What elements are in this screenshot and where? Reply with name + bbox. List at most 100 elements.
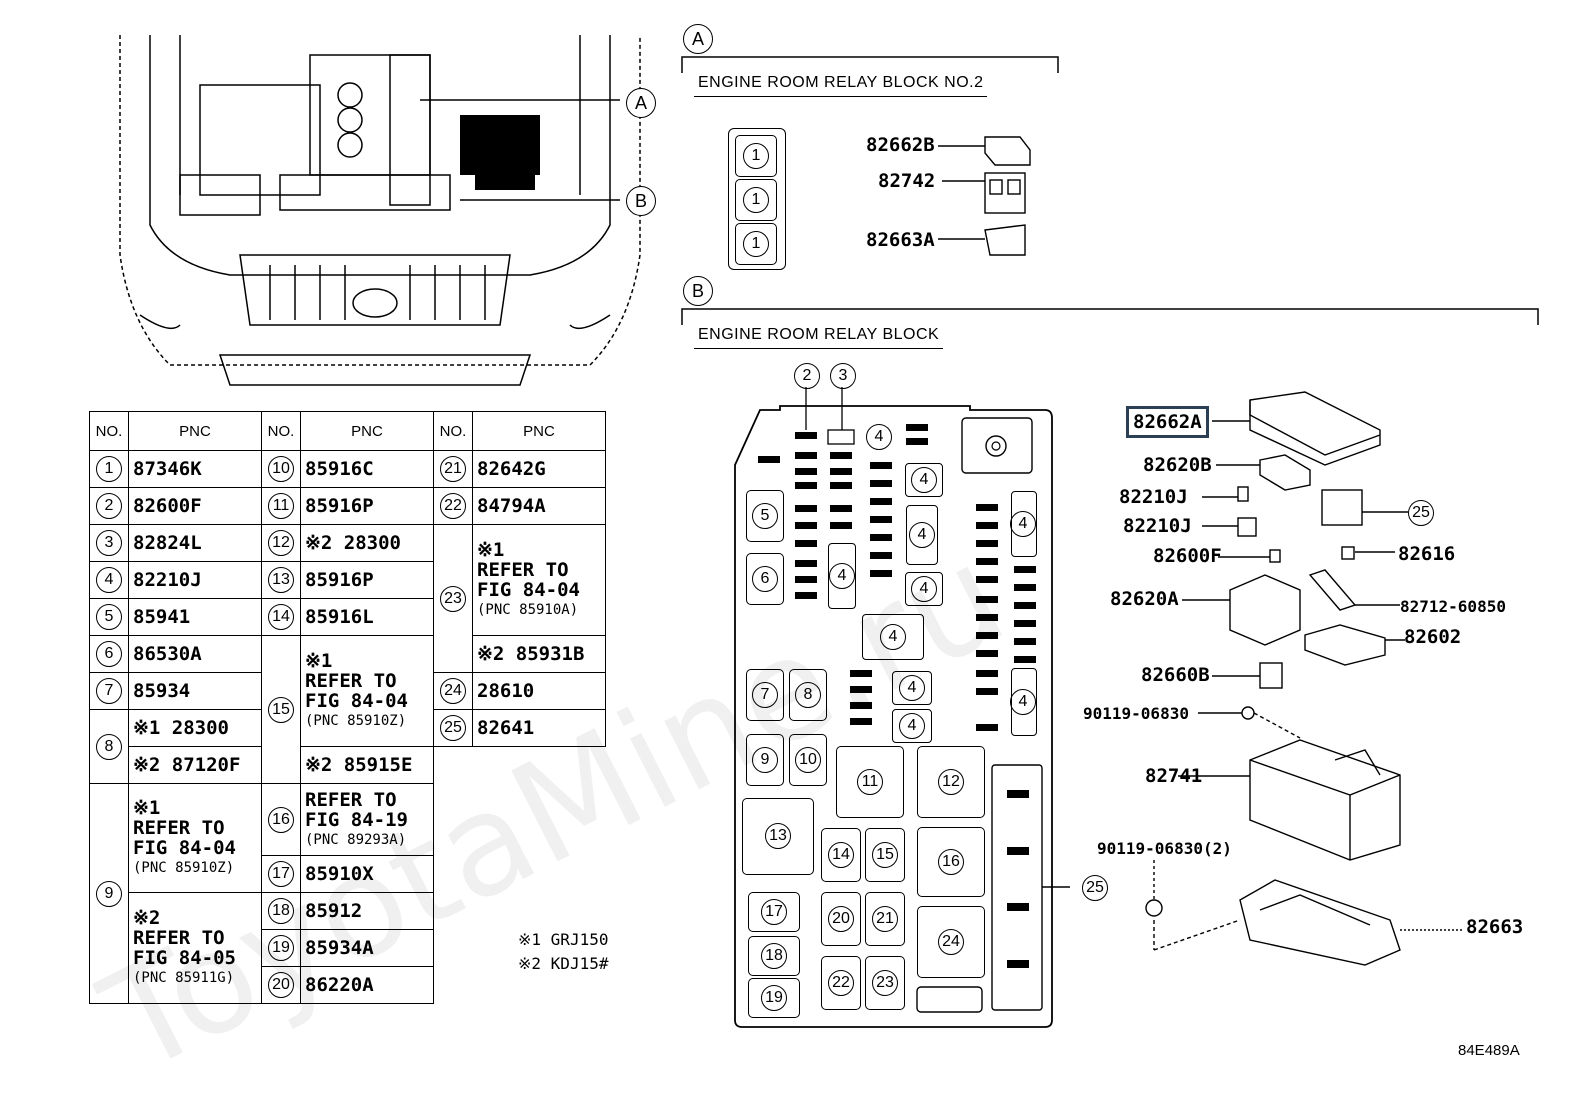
table-row: 8 ※1 28300 25 82641 [89,709,606,784]
table-row: 5 85941 14 85916L [89,598,606,636]
pnc-cell: 87346K [128,450,262,488]
pnc-cell: ※2 28300 [300,524,434,562]
pnc-note-23a: ※1 REFER TO FIG 84-04 (PNC 85910A) [472,524,606,636]
relay-no2-parts-illustration [938,136,1031,256]
pnc-note-15a: ※1 REFER TO FIG 84-04 (PNC 85910Z) [300,635,434,747]
note-line: ※1 [477,539,505,561]
row-no: 18 [268,898,294,924]
cell-22-label: 22 [828,970,854,996]
part-82210j-b: 82210J [1123,515,1192,537]
cell-11: 11 [836,746,904,818]
cell-18: 18 [748,936,800,976]
cell-20: 20 [821,892,861,946]
table-row: 2 82600F 11 85916P 22 84794A [89,487,606,525]
row-no: 12 [268,530,294,556]
cell-22: 22 [821,956,861,1010]
row-no: 7 [96,678,122,704]
row-no: 19 [268,935,294,961]
cell-4: 4 [909,522,935,548]
pnc-cell: 85916P [300,487,434,525]
callout-25: 25 [1082,875,1108,901]
part-82600f: 82600F [1153,545,1222,567]
table-row: 19 85934A [90,929,606,967]
row-no: 23 [440,585,466,612]
cell-4: 4 [866,424,892,450]
cell-4-box: 4 [905,463,943,497]
cell-4-box: 4 [906,505,938,565]
cell-5-label: 5 [752,503,778,529]
part-82616: 82616 [1398,543,1456,565]
pnc-cell: 86220A [300,966,434,1004]
note-line: FIG 84-04 [477,579,580,601]
engine-callout-a: A [626,88,656,118]
pnc-cell: 82642G [472,450,606,488]
pnc-cell: 84794A [472,487,606,525]
row-no: 15 [268,696,294,723]
callout-3: 3 [830,363,856,389]
table-row: 3 82824L 12 ※2 28300 23 ※1 REFER TO FIG … [89,524,606,673]
row-no: 14 [268,604,294,630]
part-82620b: 82620B [1143,454,1212,476]
note-line: FIG 84-05 [133,947,236,969]
part-82660b: 82660B [1141,664,1210,686]
section-a-letter: A [683,24,713,54]
relay-block-no2: 1 1 1 [728,128,786,270]
pnc-cell: 82600F [128,487,262,525]
header-no: NO. [89,411,129,451]
cell-4: 4 [911,467,937,493]
slot-1: 1 [743,231,769,257]
table-row: 7 85934 24 28610 [89,672,606,710]
cell-17-label: 17 [761,899,787,925]
pnc-cell: 82210J [128,561,262,599]
note-line: REFER TO [305,788,397,811]
cell-7-label: 7 [752,682,778,708]
row-no: 13 [268,567,294,593]
pnc-cell: 85941 [128,598,262,636]
part-82620a: 82620A [1110,588,1179,610]
cell-8: 8 [789,669,827,721]
part-82663a: 82663A [866,229,935,251]
note-line: (PNC 85910Z) [305,713,407,729]
header-pnc: PNC [472,411,606,451]
figure-code: 84E489A [1458,1042,1520,1059]
pnc-note-9a: ※1 REFER TO FIG 84-04 (PNC 85910Z) [128,783,262,893]
pnc-cell: 28610 [472,672,606,710]
cell-4: 4 [1010,511,1036,537]
pnc-cell: 85916C [300,450,434,488]
cell-6: 6 [746,553,784,605]
cell-5: 5 [746,490,784,542]
note-line: REFER TO [133,927,225,949]
part-82662a-highlight: 82662A [1126,406,1209,438]
row-no: 5 [96,604,122,630]
table-row: 4 82210J 13 85916P [89,561,606,599]
note-line: ※1 [305,650,333,672]
note-line: FIG 84-19 [305,808,408,831]
cell-23-label: 23 [872,970,898,996]
part-82602: 82602 [1404,626,1462,648]
row-no: 10 [268,456,294,482]
table-row: ※2 REFER TO FIG 84-05 (PNC 85911G) 18 85… [90,892,606,1004]
part-90119-06830-2: 90119-06830(2) [1097,839,1232,858]
table-header-row: NO. PNC NO. PNC NO. PNC [89,411,606,451]
table-row: 1 87346K 10 85916C 21 82642G [89,450,606,488]
note-line: REFER TO [133,817,225,839]
header-pnc: PNC [300,411,434,451]
cell-16-label: 16 [938,849,964,875]
legend-1: ※1 GRJ150 [518,930,609,949]
section-a-title: ENGINE ROOM RELAY BLOCK NO.2 [694,74,988,97]
row-no: 17 [268,861,294,887]
cell-14: 14 [821,828,861,882]
pnc-note-16: REFER TO FIG 84-19 (PNC 89293A) [300,783,434,856]
row-no: 8 [96,733,122,760]
pnc-cell: 85916P [300,561,434,599]
cell-7: 7 [746,669,784,721]
section-b-bracket [681,308,1539,325]
cell-18-label: 18 [761,943,787,969]
pnc-cell: 82824L [128,524,262,562]
header-pnc: PNC [128,411,262,451]
section-b-letter: B [683,276,713,306]
cell-12-label: 12 [938,769,964,795]
slot-1: 1 [743,187,769,213]
cell-4-box: 4 [828,543,856,609]
cell-15: 15 [865,828,905,882]
